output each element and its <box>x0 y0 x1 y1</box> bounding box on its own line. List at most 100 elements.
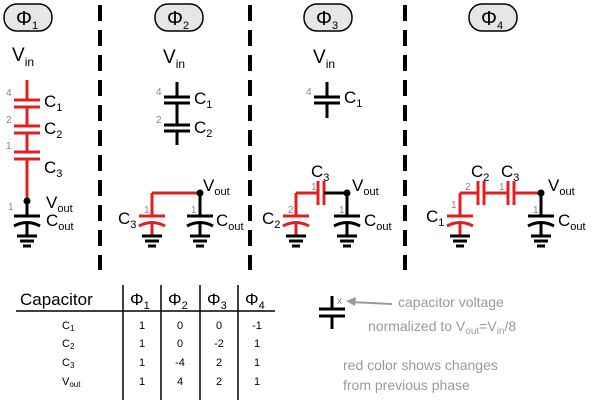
c3-voltage: 1 <box>311 182 317 193</box>
phase-4-circuit: Vout C2 C3 2 1 1 1 C1 Cout <box>426 162 586 248</box>
vout-node <box>23 197 31 205</box>
phase-header-3: Φ3 <box>303 3 353 32</box>
vout-node <box>196 189 204 197</box>
row-name: Vout <box>62 376 81 389</box>
c1-label: C1 <box>194 89 212 111</box>
table-cell: -1 <box>252 320 262 332</box>
c2-voltage: 2 <box>156 115 162 126</box>
table-row: C3 1 -4 2 1 <box>62 357 260 370</box>
legend-x-mark: x <box>337 296 342 307</box>
table-cell: 1 <box>254 357 260 369</box>
table-cell: 1 <box>139 357 145 369</box>
c2-voltage: 2 <box>465 182 471 193</box>
c3-voltage: 1 <box>144 205 150 216</box>
c2-voltage: 2 <box>288 205 294 216</box>
table-header-capacitor: Capacitor <box>20 290 93 309</box>
phase-header-4: Φ4 <box>468 3 518 32</box>
c1-voltage: 4 <box>156 87 162 98</box>
table-header-phase-2: Φ2 <box>168 290 188 312</box>
c2-label: C2 <box>44 119 62 141</box>
c1-voltage: 1 <box>451 200 457 211</box>
phase-sub: 3 <box>332 20 338 32</box>
c1-label: C1 <box>44 92 62 114</box>
table-cell: -4 <box>175 357 185 369</box>
legend-line-3: red color shows changes <box>343 357 498 373</box>
phase-symbol: Φ <box>167 8 183 30</box>
c2-label: C2 <box>262 209 280 231</box>
phase-header-1: Φ1 <box>3 3 53 32</box>
c3-voltage: 1 <box>6 141 12 152</box>
phase-separators <box>98 5 407 270</box>
row-name: C3 <box>62 357 75 370</box>
phase-symbol: Φ <box>316 8 332 30</box>
table-header-phase-4: Φ4 <box>245 290 265 312</box>
svg-text:Φ3: Φ3 <box>316 8 338 32</box>
c2-voltage: 2 <box>6 115 12 126</box>
table-cell: 0 <box>216 320 222 332</box>
phase-2-circuit: Vin 4 2 C1 C2 <box>118 47 244 248</box>
c3-label: C3 <box>501 162 519 184</box>
table-cell: 1 <box>254 338 260 350</box>
table-header-phase-3: Φ3 <box>207 290 227 312</box>
table-cell: 1 <box>139 376 145 388</box>
table-cell: 1 <box>139 320 145 332</box>
phase-sub: 4 <box>497 20 503 32</box>
capacitor-symbol-icon <box>319 296 345 329</box>
cout-label: Cout <box>216 211 244 233</box>
vin-label: Vin <box>12 45 34 69</box>
table-cell: 4 <box>177 376 183 388</box>
table-row: C1 1 0 0 -1 <box>62 320 262 333</box>
vout-label: Vout <box>46 193 73 215</box>
phase-header-2: Φ2 <box>154 3 204 32</box>
vin-label: Vin <box>313 47 335 71</box>
legend-line-1: capacitor voltage <box>398 294 504 310</box>
c2-label: C2 <box>471 162 489 184</box>
row-name: C1 <box>62 320 75 333</box>
phase-sub: 1 <box>32 20 38 32</box>
table-cell: 1 <box>254 376 260 388</box>
table-cell: 2 <box>216 357 222 369</box>
svg-text:Φ4: Φ4 <box>481 8 503 32</box>
phase-1-circuit: Vin 4 2 1 C1 C2 C3 <box>6 45 74 248</box>
svg-text:Φ1: Φ1 <box>16 8 38 32</box>
c3-label: C3 <box>44 158 62 180</box>
svg-text:Φ2: Φ2 <box>167 8 189 32</box>
c1-voltage: 4 <box>306 87 312 98</box>
c1-label: C1 <box>426 207 444 229</box>
legend-line-2: normalized to Vout=Vin/8 <box>368 318 516 337</box>
table-cell: 1 <box>139 338 145 350</box>
table-header-phase-1: Φ1 <box>130 290 150 312</box>
vout-node <box>537 189 545 197</box>
c2-label: C2 <box>194 118 212 140</box>
phase-symbol: Φ <box>481 8 497 30</box>
cout-label: Cout <box>558 211 586 233</box>
vout-label: Vout <box>203 176 230 198</box>
table-cell: 0 <box>177 320 183 332</box>
voltage-table: Capacitor Φ1 Φ2 Φ3 Φ4 C1 1 0 0 -1 C2 1 0… <box>16 285 275 400</box>
vout-label: Vout <box>352 176 379 198</box>
vout-node <box>343 189 351 197</box>
table-row: Vout 1 4 2 1 <box>62 376 260 389</box>
cout-voltage: 1 <box>8 202 14 213</box>
phase-3-circuit: Vin 4 C1 <box>262 47 392 248</box>
vout-label: Vout <box>548 176 575 198</box>
arrow-icon <box>346 297 393 306</box>
cout-voltage: 1 <box>191 205 197 216</box>
c3-label: C3 <box>118 209 136 231</box>
legend-line-4: from previous phase <box>343 377 470 393</box>
legend: x capacitor voltage normalized to Vout=V… <box>319 294 516 393</box>
row-name: C2 <box>62 338 75 351</box>
cout-voltage: 1 <box>339 205 345 216</box>
table-cell: 2 <box>216 376 222 388</box>
table-cell: -2 <box>214 338 224 350</box>
cout-label: Cout <box>364 211 392 233</box>
vin-label: Vin <box>163 47 185 71</box>
phase-sub: 2 <box>183 20 189 32</box>
c1-voltage: 4 <box>6 88 12 99</box>
cout-label: Cout <box>46 211 74 233</box>
c1-label: C1 <box>344 88 362 110</box>
table-cell: 0 <box>177 338 183 350</box>
cout-voltage: 1 <box>533 205 539 216</box>
c3-voltage: 1 <box>499 182 505 193</box>
phase-symbol: Φ <box>16 8 32 30</box>
